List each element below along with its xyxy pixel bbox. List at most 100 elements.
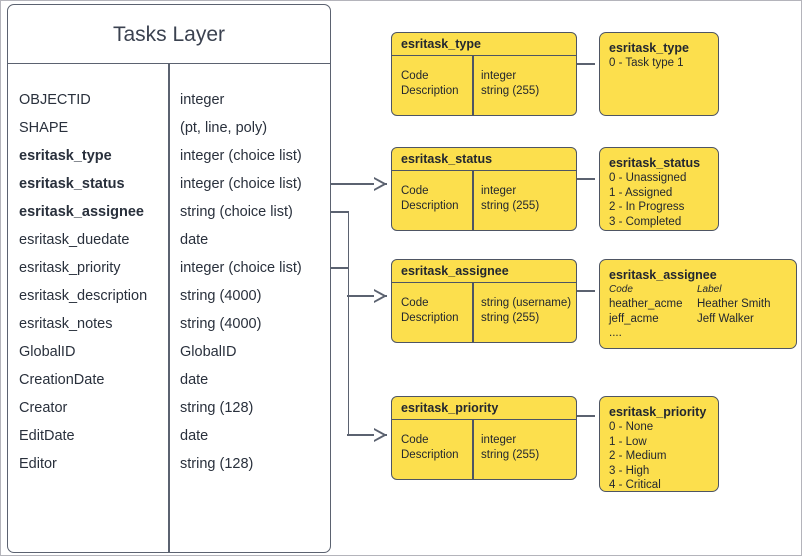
field-type: string (4000) [180,316,262,332]
table-row: GlobalID GlobalID [8,338,330,366]
domain-values-priority-list: 0 - None 1 - Low 2 - Medium 3 - High 4 -… [609,421,667,491]
domain-table-assignee-types: string (username) string (255) [481,297,572,324]
field-type: date [180,428,209,444]
table-row: Editor string (128) [8,450,330,478]
domain-values-assignee: esritask_assignee Code Label heather_acme… [599,259,797,349]
layer-field-list: OBJECTID integer SHAPE (pt, line, poly) … [8,64,330,552]
connector-assignee-h2 [347,295,387,297]
field-name: SHAPE [19,120,69,136]
domain-values-assignee-table: Code Label heather_acme Heather Smith jeff… [609,283,796,341]
field-name: esritask_notes [19,316,113,332]
list-item: jeff_acme Jeff Walker [609,312,796,327]
domain-table-type-title: esritask_type [392,33,576,56]
connector-assignee-v [347,211,349,296]
table-row: Creator string (128) [8,394,330,422]
domain-table-status-fields: Code Description [401,185,459,212]
field-name: esritask_assignee [19,204,144,220]
domain-table-type-fields: Code Description [401,70,459,97]
tasks-layer-table: Tasks Layer OBJECTID integer SHAPE (pt, … [7,4,331,553]
table-row: esritask_description string (4000) [8,282,330,310]
table-row: esritask_assignee string (choice list) [8,198,330,226]
connector-assignee-to-values [577,290,595,292]
domain-values-status: esritask_status 0 - Unassigned 1 - Assig… [599,147,719,231]
field-type: GlobalID [180,344,237,360]
assignee-code-header: Code [609,284,633,295]
domain-column-divider [472,171,474,230]
field-type: string (choice list) [180,204,293,220]
page-title: Tasks Layer [8,5,330,64]
list-item: heather_acme Heather Smith [609,297,796,312]
table-row: esritask_notes string (4000) [8,310,330,338]
connector-priority-h1 [331,267,349,269]
domain-table-priority-types: integer string (255) [481,434,540,461]
table-row: esritask_duedate date [8,226,330,254]
table-row: EditDate date [8,422,330,450]
domain-table-assignee-fields: Code Description [401,297,459,324]
domain-table-assignee-title: esritask_assignee [392,260,576,283]
connector-priority-v [347,267,349,435]
assignee-code: heather_acme [609,298,683,310]
field-name: esritask_duedate [19,232,130,248]
assignee-code: jeff_acme [609,312,659,325]
table-row: esritask_priority integer (choice list) [8,254,330,282]
domain-values-status-title: esritask_status [609,156,701,170]
field-type: integer (choice list) [180,176,302,192]
field-name: esritask_description [19,288,148,304]
assignee-column-headers: Code Label [609,283,796,297]
domain-values-priority: esritask_priority 0 - None 1 - Low 2 - M… [599,396,719,492]
field-name: Creator [19,400,68,416]
domain-values-assignee-title: esritask_assignee [609,268,717,282]
field-name: esritask_status [19,176,125,192]
assignee-label: Jeff Walker [697,312,754,325]
domain-table-status-types: integer string (255) [481,185,540,212]
field-type: string (128) [180,400,254,416]
domain-column-divider [472,56,474,115]
domain-values-type: esritask_type 0 - Task type 1 [599,32,719,116]
domain-table-type: esritask_type Code Description integer s… [391,32,577,116]
assignee-label: Heather Smith [697,298,771,310]
field-type: integer (choice list) [180,260,302,276]
connector-priority-to-values [577,415,595,417]
list-item: .... [609,326,796,341]
table-row: esritask_status integer (choice list) [8,170,330,198]
assignee-code: .... [609,327,622,339]
field-name: EditDate [19,428,75,444]
field-type: (pt, line, poly) [180,120,268,136]
domain-column-divider [472,283,474,342]
domain-values-priority-title: esritask_priority [609,405,707,419]
domain-table-assignee: esritask_assignee Code Description strin… [391,259,577,343]
domain-table-status: esritask_status Code Description integer… [391,147,577,231]
domain-table-priority-title: esritask_priority [392,397,576,420]
field-type: string (4000) [180,288,262,304]
field-name: esritask_priority [19,260,121,276]
field-name: GlobalID [19,344,76,360]
field-type: integer (choice list) [180,148,302,164]
field-type: date [180,232,209,248]
domain-values-status-list: 0 - Unassigned 1 - Assigned 2 - In Progr… [609,172,687,228]
domain-column-divider [472,420,474,479]
table-row: CreationDate date [8,366,330,394]
field-name: esritask_type [19,148,112,164]
field-type: string (128) [180,456,254,472]
domain-values-type-title: esritask_type [609,41,689,55]
connector-type-to-values [577,63,595,65]
table-row: SHAPE (pt, line, poly) [8,114,330,142]
connector-status-to-values [577,178,595,180]
domain-table-priority: esritask_priority Code Description integ… [391,396,577,480]
table-row: esritask_type integer (choice list) [8,142,330,170]
connector-status [331,183,387,185]
connector-assignee-h1 [331,211,349,213]
assignee-label-header: Label [697,284,722,295]
domain-table-type-types: integer string (255) [481,70,540,97]
connector-priority-h2 [347,434,387,436]
table-row: OBJECTID integer [8,86,330,114]
domain-table-priority-fields: Code Description [401,434,459,461]
domain-table-status-title: esritask_status [392,148,576,171]
field-type: date [180,372,209,388]
field-name: OBJECTID [19,92,91,108]
field-name: Editor [19,456,57,472]
field-name: CreationDate [19,372,105,388]
domain-values-type-list: 0 - Task type 1 [609,57,684,69]
column-divider [168,64,170,552]
